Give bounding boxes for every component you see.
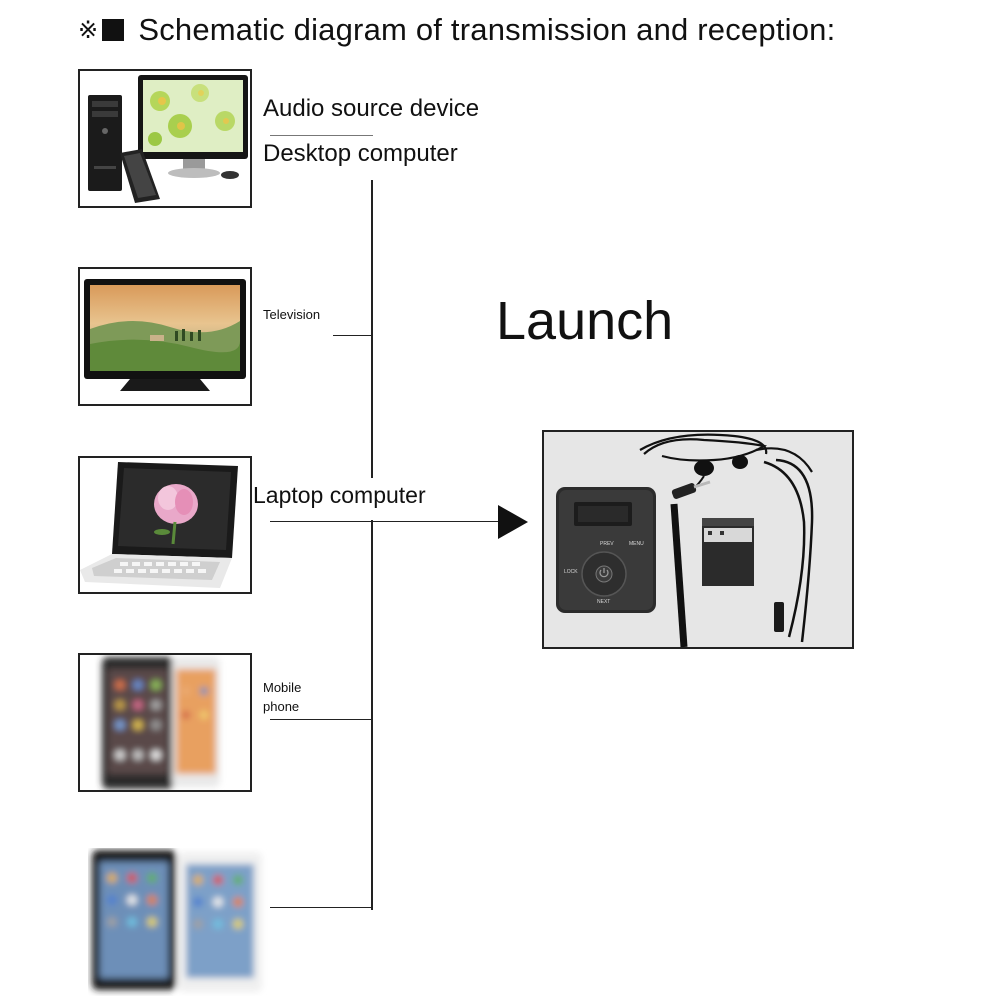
tablet-connector xyxy=(270,907,373,908)
laptop-computer-label: Laptop computer xyxy=(253,482,426,508)
mobile-phone-label-line1: Mobile xyxy=(263,680,302,695)
desktop-computer-label: Desktop computer xyxy=(263,140,458,167)
lock-button-label: LOCK xyxy=(564,569,578,575)
laptop-connector xyxy=(270,521,502,522)
television-image xyxy=(78,267,252,406)
vertical-bus-line-upper xyxy=(371,180,373,478)
mobile-phone-image xyxy=(78,653,252,792)
desktop-computer-image xyxy=(78,69,252,208)
vertical-bus-line-lower xyxy=(371,520,373,910)
television-label: Television xyxy=(263,307,321,322)
black-square-icon xyxy=(102,19,125,41)
label-divider xyxy=(270,135,373,136)
arrow-head-icon xyxy=(498,505,528,539)
mobile-phone-label-line2: phone xyxy=(263,699,300,714)
laptop-computer-image xyxy=(78,456,252,594)
diagram-title: ※ Schematic diagram of transmission and … xyxy=(78,12,835,48)
next-button-label: NEXT xyxy=(597,599,611,605)
menu-button-label: MENU xyxy=(629,541,644,547)
title-text: Schematic diagram of transmission and re… xyxy=(138,12,836,47)
mobile-connector xyxy=(270,719,373,720)
prev-button-label: PREV xyxy=(600,541,614,547)
launch-label: Launch xyxy=(496,291,674,351)
tablet-image xyxy=(88,848,268,996)
mobile-phone-label: Mobile phone xyxy=(263,678,301,716)
reference-mark-icon: ※ xyxy=(78,16,99,44)
television-connector xyxy=(333,335,373,336)
receiver-device-image: PREV MENU LOCK NEXT xyxy=(542,430,854,649)
audio-source-device-label: Audio source device xyxy=(263,95,480,122)
